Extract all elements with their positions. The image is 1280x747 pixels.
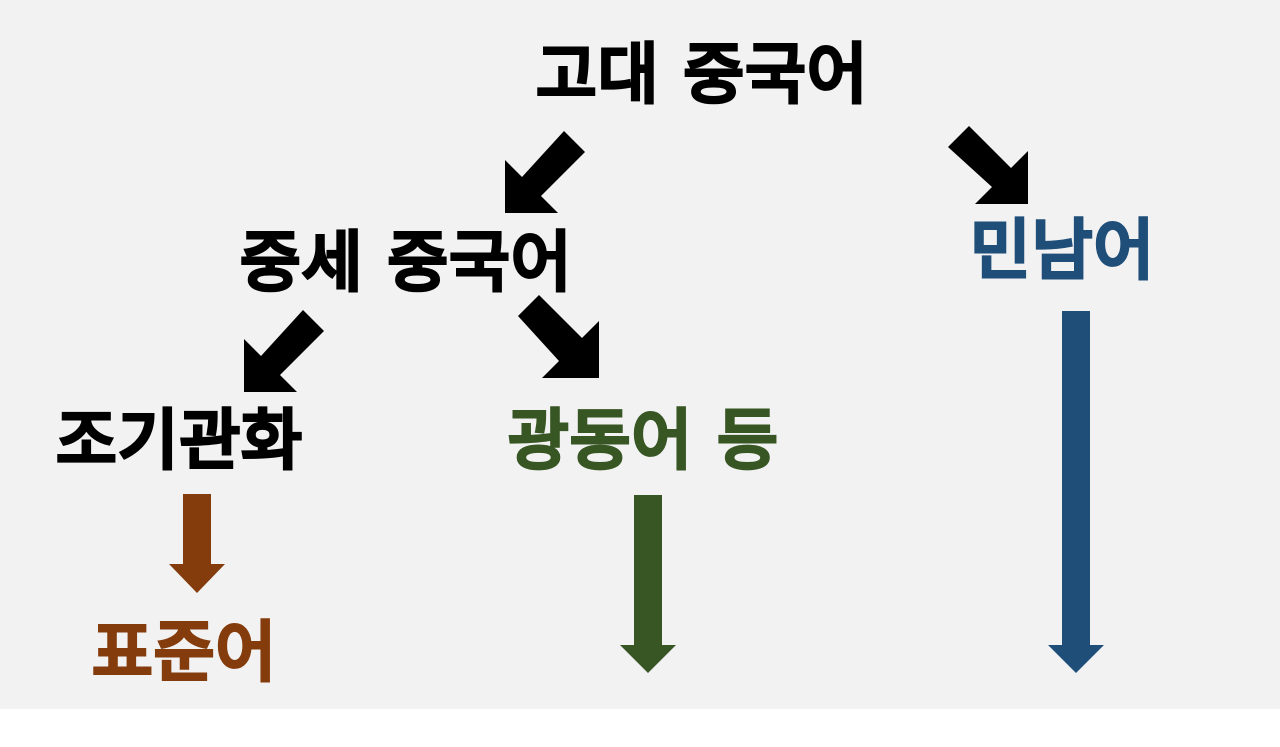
arrow-minnan-down <box>1048 311 1104 673</box>
node-minnan: 민남어 <box>969 212 1156 289</box>
arrows-layer <box>169 126 1104 673</box>
arrow-ancient-to-minnan <box>948 126 1028 204</box>
diagram-canvas: 고대 중국어 중세 중국어 민남어 조기관화 광동어 등 표준어 <box>0 0 1280 709</box>
arrow-ancient-to-middle <box>505 131 585 213</box>
arrow-middle-to-early <box>244 310 324 392</box>
node-early-mandarin: 조기관화 <box>55 402 303 479</box>
node-ancient-chinese: 고대 중국어 <box>535 36 869 113</box>
arrow-middle-to-canton <box>518 295 599 378</box>
arrow-canton-down <box>620 495 676 673</box>
node-standard-language: 표준어 <box>91 614 278 691</box>
node-middle-chinese: 중세 중국어 <box>239 224 573 301</box>
node-cantonese-etc: 광동어 등 <box>507 402 779 479</box>
arrow-early-to-standard <box>169 494 225 593</box>
